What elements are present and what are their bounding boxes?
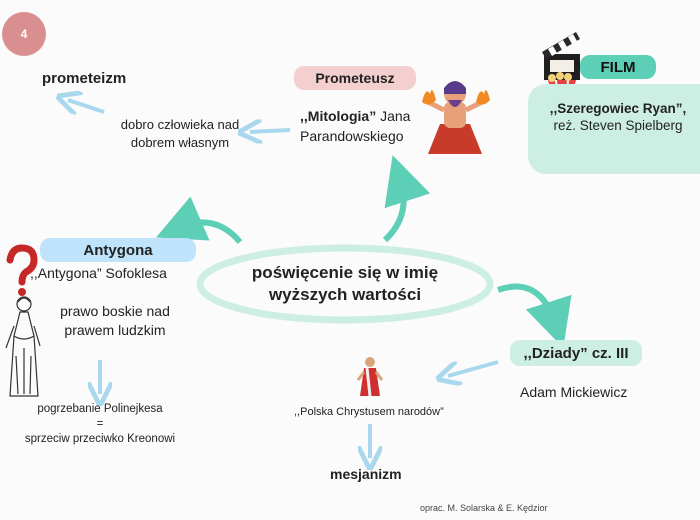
dobro-line-2: dobrem własnym bbox=[130, 135, 230, 150]
pogrzeb-equals: = bbox=[96, 418, 104, 430]
pogrzeb-line-2: sprzeciw przeciwko Kreonowi bbox=[24, 433, 176, 445]
arrow-to-polska bbox=[448, 360, 499, 376]
pogrzeb-line-1: pogrzebanie Polinejkesa bbox=[37, 403, 163, 415]
mickiewicz-label: Adam Mickiewicz bbox=[520, 384, 628, 400]
antygona-pill: Antygona bbox=[40, 238, 196, 262]
mitologia-author-1: Jana bbox=[380, 108, 411, 124]
arrow-to-prometeizm bbox=[68, 100, 105, 112]
prawo-line-1: prawo boskie nad bbox=[60, 303, 170, 319]
prometeusz-pill: Prometeusz bbox=[294, 66, 416, 90]
antygona-figure-icon bbox=[5, 296, 41, 397]
mesjanizm-label: mesjanizm bbox=[330, 466, 402, 482]
center-line-2: wyższych wartości bbox=[268, 285, 422, 304]
center-title: poświęcenie się w imię wyższych wartości bbox=[220, 262, 470, 306]
film-box bbox=[528, 84, 700, 174]
arrow-to-prometeusz bbox=[382, 155, 431, 243]
jesus-figure-icon bbox=[356, 357, 384, 397]
prometheus-figure-icon bbox=[422, 81, 490, 154]
film-pill: FILM bbox=[580, 55, 656, 79]
dziady-pill: ,,Dziady” cz. III bbox=[510, 340, 642, 366]
film-title: ,,Szeregowiec Ryan”, bbox=[549, 101, 687, 116]
antygona-book: ,,Antygona” Sofoklesa bbox=[30, 265, 167, 281]
credits: oprac. M. Solarska & E. Kędzior bbox=[420, 503, 548, 513]
center-line-1: poświęcenie się w imię bbox=[251, 263, 439, 282]
prometeizm-label: prometeizm bbox=[42, 70, 127, 87]
polska-quote: ,,Polska Chrystusem narodów” bbox=[294, 406, 444, 418]
dobro-line-1: dobro człowieka nad bbox=[120, 117, 240, 132]
film-text: ,,Szeregowiec Ryan”, reż. Steven Spielbe… bbox=[538, 100, 698, 134]
mitologia-author-2: Parandowskiego bbox=[300, 128, 404, 144]
arrow-to-dobro bbox=[250, 130, 291, 132]
page-number-badge: 4 bbox=[2, 12, 46, 56]
question-mark-icon bbox=[6, 244, 38, 296]
mitologia-text: ,,Mitologia” Jana Parandowskiego bbox=[300, 106, 410, 146]
dobro-text: dobro człowieka nad dobrem własnym bbox=[110, 116, 250, 152]
film-director: reż. Steven Spielberg bbox=[553, 118, 683, 133]
pogrzeb-text: pogrzebanie Polinejkesa = sprzeciw przec… bbox=[20, 402, 180, 447]
arrow-to-dziady bbox=[496, 283, 572, 348]
arrow-to-antygona bbox=[155, 196, 243, 244]
center-oval bbox=[196, 244, 494, 324]
prawo-text: prawo boskie nad prawem ludzkim bbox=[50, 302, 180, 340]
mitologia-title: ,,Mitologia” bbox=[300, 108, 377, 124]
prawo-line-2: prawem ludzkim bbox=[64, 322, 166, 338]
